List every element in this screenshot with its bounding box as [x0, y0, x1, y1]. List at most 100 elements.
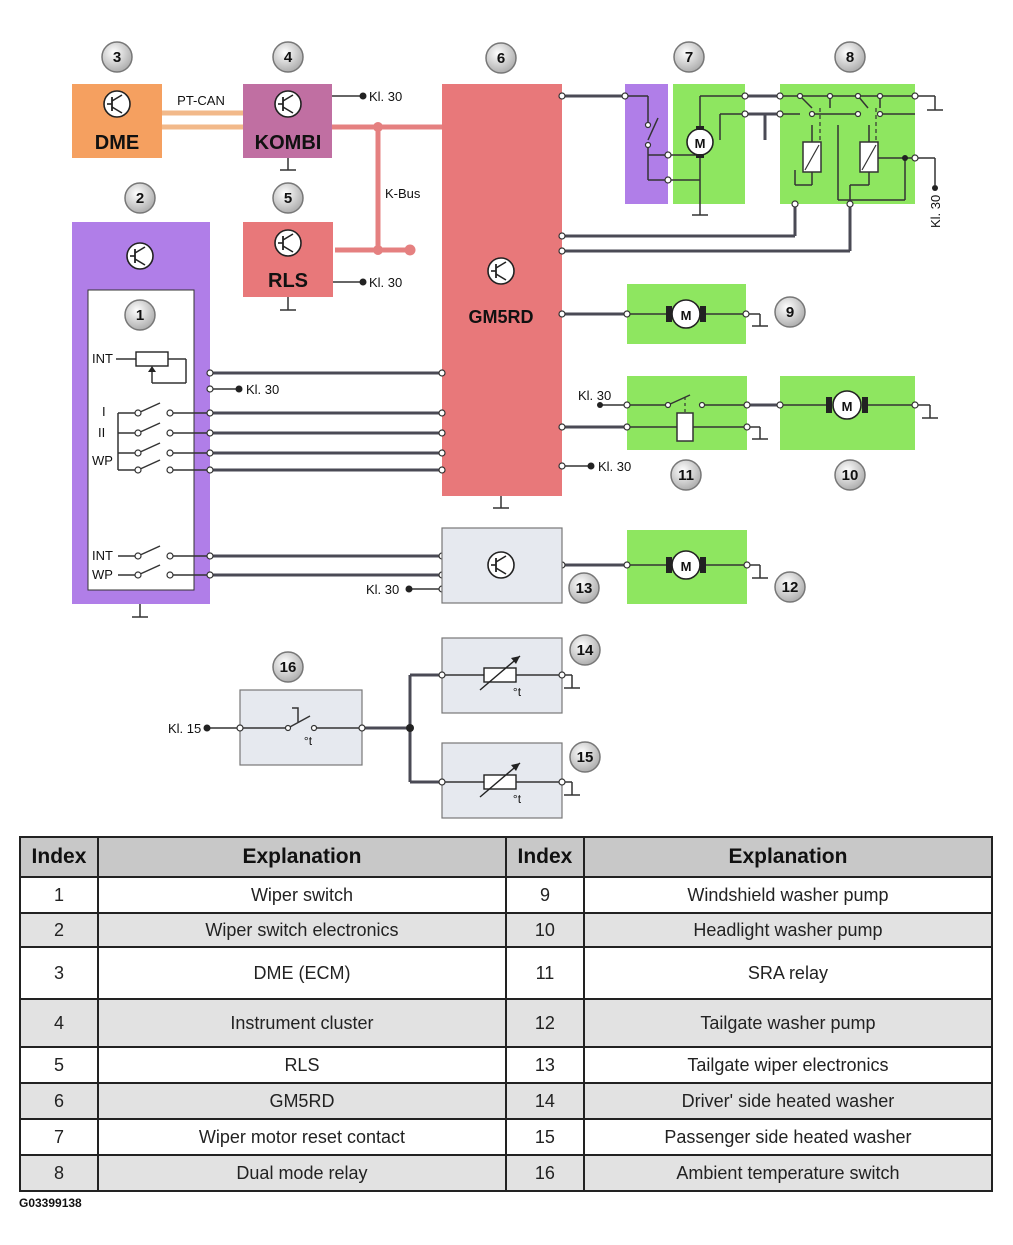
k-bus-label: K-Bus	[385, 186, 421, 201]
badge-13: 13	[576, 580, 593, 597]
sra-relay	[623, 376, 768, 450]
badge-15: 15	[577, 749, 594, 766]
motor-symbol: M	[842, 399, 853, 414]
legend-explanation: Passenger side heated washer	[582, 1118, 994, 1156]
legend-explanation: Windshield washer pump	[582, 876, 994, 914]
badge-11: 11	[678, 467, 694, 484]
table-row: 2 Wiper switch electronics 10 Headlight …	[19, 912, 994, 948]
gm5rd-module: GM5RD	[442, 84, 562, 509]
legend-explanation: RLS	[96, 1046, 507, 1084]
kl30-label: Kl. 30	[369, 89, 402, 104]
table-row: 3 DME (ECM) 11 SRA relay	[19, 946, 994, 1000]
gm5rd-label: GM5RD	[468, 307, 533, 327]
legend-index: 16	[504, 1154, 585, 1192]
table-row: 6 GM5RD 14 Driver' side heated washer	[19, 1082, 994, 1120]
switch-int-label: INT	[92, 351, 113, 366]
badge-3: 3	[113, 49, 121, 66]
switch-wp-label: WP	[92, 453, 113, 468]
legend-explanation: Wiper switch electronics	[96, 912, 507, 948]
windshield-washer-pump: M	[623, 284, 768, 344]
badge-16: 16	[280, 659, 297, 676]
rear-int-label: INT	[92, 548, 113, 563]
kombi-module: KOMBI	[243, 84, 332, 171]
kl30-label: Kl. 30	[578, 388, 611, 403]
kl30-label: Kl. 30	[598, 459, 631, 474]
badge-2: 2	[136, 190, 144, 207]
kl30-label: Kl. 30	[369, 275, 402, 290]
headlight-washer-pump: M	[776, 376, 938, 450]
legend-explanation: Tailgate washer pump	[582, 998, 994, 1048]
legend-explanation: Wiper motor reset contact	[96, 1118, 507, 1156]
motor-symbol: M	[681, 559, 692, 574]
legend-index: 14	[504, 1082, 585, 1120]
legend-explanation: Headlight washer pump	[582, 912, 994, 948]
wiper-switch-electronics: INT I II WP INT WP	[72, 222, 210, 618]
figure-code: G03399138	[19, 1196, 82, 1210]
legend-explanation: Ambient temperature switch	[582, 1154, 994, 1192]
index-badges: 1 2 3 4 5 6 7 8 9 10 11 12 13 14 15 16	[101, 41, 866, 773]
ambient-temperature-switch: °t	[236, 689, 366, 766]
badge-5: 5	[284, 190, 292, 207]
table-row: 4 Instrument cluster 12 Tailgate washer …	[19, 998, 994, 1048]
table-row: 5 RLS 13 Tailgate wiper electronics	[19, 1046, 994, 1084]
legend-explanation: SRA relay	[582, 946, 994, 1000]
legend-explanation: Instrument cluster	[96, 998, 507, 1048]
wires	[162, 92, 852, 784]
legend-index: 15	[504, 1118, 585, 1156]
legend-explanation: GM5RD	[96, 1082, 507, 1120]
legend-index: 7	[19, 1118, 99, 1156]
legend-index: 5	[19, 1046, 99, 1084]
legend-index: 4	[19, 998, 99, 1048]
legend-index: 13	[504, 1046, 585, 1084]
legend-index: 9	[504, 876, 585, 914]
switch-ii-label: II	[98, 425, 105, 440]
legend-index: 3	[19, 946, 99, 1000]
tailgate-wiper-electronics	[441, 527, 563, 604]
temp-symbol: °t	[304, 734, 313, 748]
kl30-label: Kl. 30	[246, 382, 279, 397]
wiper-motor-reset-contact: M	[621, 84, 749, 216]
legend-index: 8	[19, 1154, 99, 1192]
badge-14: 14	[577, 642, 594, 659]
legend-explanation: Tailgate wiper electronics	[582, 1046, 994, 1084]
legend-header-explanation: Explanation	[96, 836, 507, 878]
legend-explanation: Wiper switch	[96, 876, 507, 914]
legend-header-index: Index	[504, 836, 585, 878]
badge-8: 8	[846, 49, 854, 66]
legend-explanation: DME (ECM)	[96, 946, 507, 1000]
dme-module: DME	[72, 84, 162, 158]
table-row: 1 Wiper switch 9 Windshield washer pump	[19, 876, 994, 914]
dme-label: DME	[95, 132, 139, 154]
badge-12: 12	[782, 579, 799, 596]
kl15-label: Kl. 15	[168, 721, 201, 736]
legend-header-explanation: Explanation	[582, 836, 994, 878]
legend-index: 11	[504, 946, 585, 1000]
table-row: 8 Dual mode relay 16 Ambient temperature…	[19, 1154, 994, 1192]
pt-can-label: PT-CAN	[177, 93, 225, 108]
kombi-label: KOMBI	[255, 132, 322, 154]
badge-1: 1	[136, 307, 144, 324]
motor-symbol: M	[695, 136, 706, 151]
legend-explanation: Driver' side heated washer	[582, 1082, 994, 1120]
legend-index: 6	[19, 1082, 99, 1120]
legend-header-row: Index Explanation Index Explanation	[19, 836, 994, 878]
badge-10: 10	[842, 467, 859, 484]
badge-6: 6	[497, 50, 505, 67]
temp-symbol: °t	[513, 792, 522, 806]
passenger-side-heated-washer: °t	[438, 742, 580, 819]
rls-label: RLS	[268, 270, 308, 292]
legend-table: Index Explanation Index Explanation 1 Wi…	[19, 836, 994, 1192]
motor-symbol: M	[681, 308, 692, 323]
badge-7: 7	[685, 49, 693, 66]
driver-side-heated-washer: °t	[438, 637, 580, 714]
kl30-label: Kl. 30	[928, 195, 943, 228]
rls-module: RLS	[243, 222, 333, 311]
legend-index: 10	[504, 912, 585, 948]
legend-index: 12	[504, 998, 585, 1048]
rear-wp-label: WP	[92, 567, 113, 582]
temp-symbol: °t	[513, 685, 522, 699]
badge-4: 4	[284, 49, 293, 66]
legend-header-index: Index	[19, 836, 99, 878]
table-row: 7 Wiper motor reset contact 15 Passenger…	[19, 1118, 994, 1156]
wiring-diagram: DME PT-CAN KOMBI Kl. 30 K-Bus RLS Kl.	[72, 41, 943, 819]
